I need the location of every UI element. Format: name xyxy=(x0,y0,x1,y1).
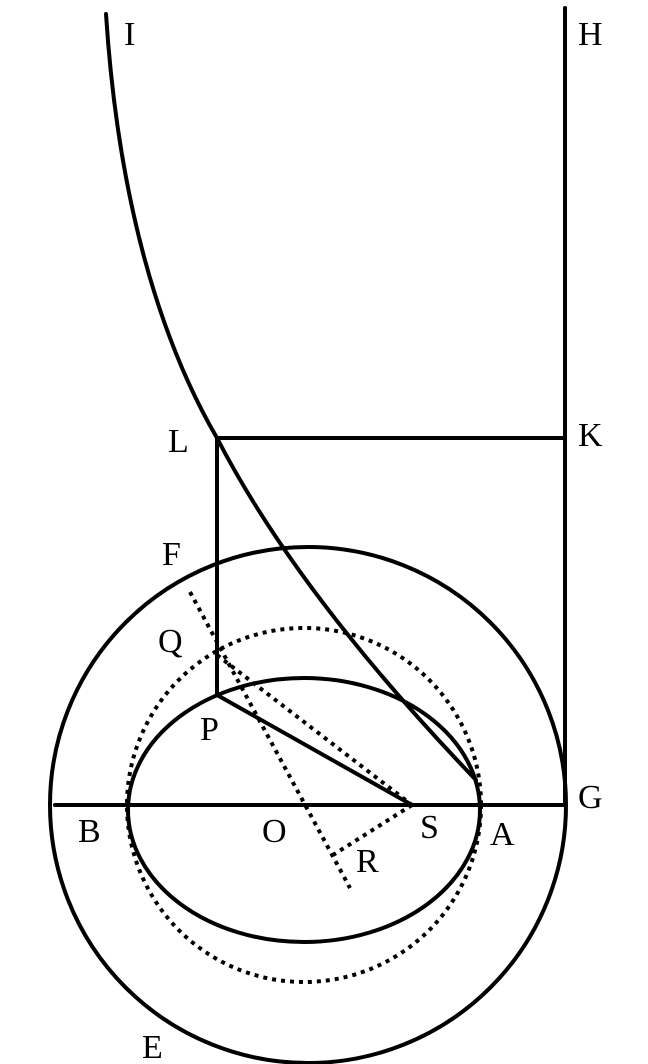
label-p: P xyxy=(200,711,219,748)
curve-il xyxy=(104,12,478,782)
label-k: K xyxy=(578,417,603,454)
label-e: E xyxy=(142,1029,163,1064)
label-i: I xyxy=(124,16,135,53)
label-r: R xyxy=(356,843,379,880)
dotted-line-sr xyxy=(331,803,414,857)
label-s: S xyxy=(420,809,439,846)
line-ps xyxy=(215,693,414,807)
ellipse xyxy=(126,676,482,944)
label-h: H xyxy=(578,16,603,53)
label-a: A xyxy=(490,816,515,853)
label-g: G xyxy=(578,779,603,816)
label-b: B xyxy=(78,813,101,850)
dotted-line-f xyxy=(188,591,352,889)
label-l: L xyxy=(168,423,189,460)
label-q: Q xyxy=(158,623,183,660)
label-o: O xyxy=(262,813,287,850)
label-f: F xyxy=(162,536,181,573)
